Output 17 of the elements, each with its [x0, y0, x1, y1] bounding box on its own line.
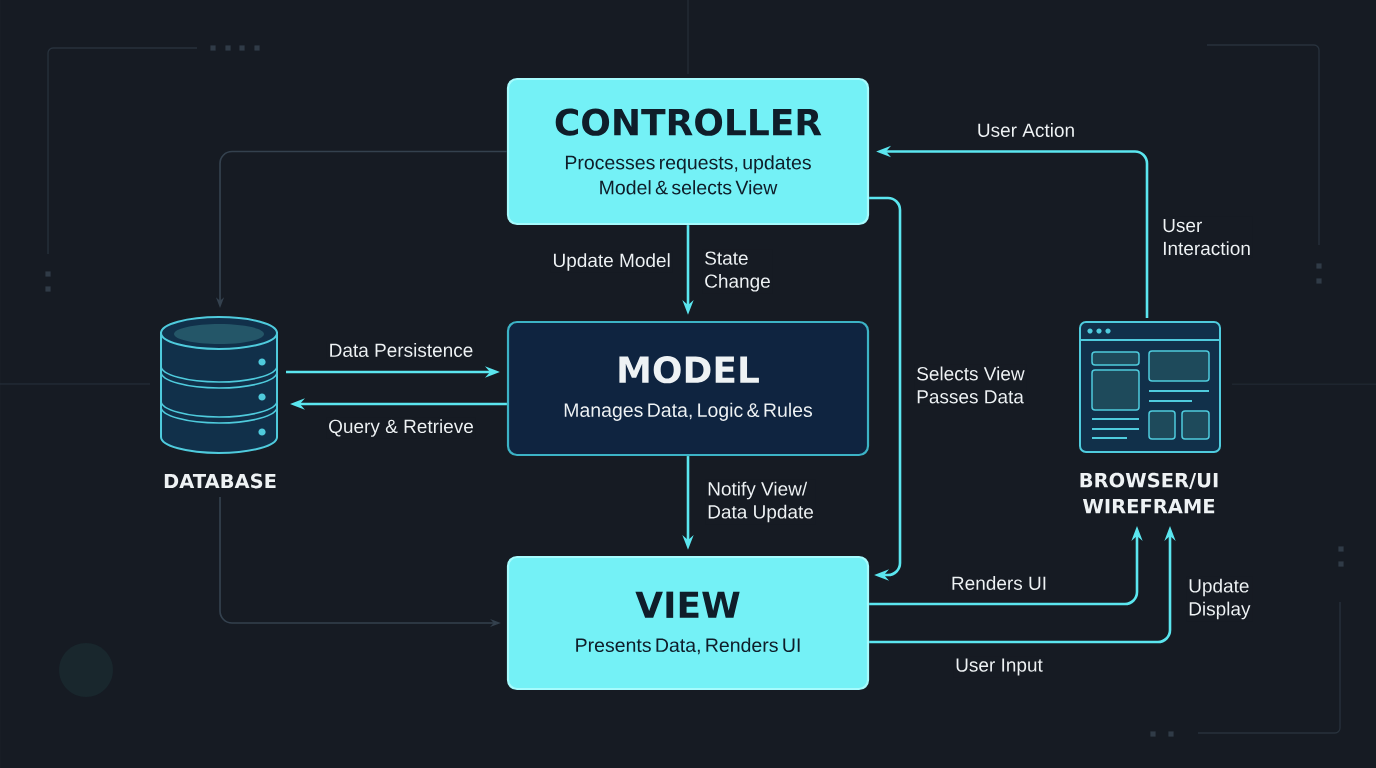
- edge-label: Data Persistence: [326, 341, 476, 359]
- text-label: User Input: [953, 656, 1045, 678]
- edge-label: User Action: [974, 121, 1078, 139]
- node-label: BROWSER/UI WIREFRAME: [1080, 472, 1218, 514]
- arrow: [869, 196, 902, 581]
- text-label: User Interaction: [1160, 216, 1253, 258]
- component-box: CONTROLLER Processes requests, updates Model & selects View: [506, 77, 870, 226]
- edge-label: Selects View Passes Data: [914, 364, 1027, 406]
- node-label: DATABASE: [164, 473, 276, 489]
- component-box: VIEW Presents Data, Renders UI: [506, 555, 870, 691]
- edge-label: Notify View/ Data Update: [705, 479, 816, 525]
- text-label: State Change: [702, 249, 773, 294]
- component-box: MODEL Manages Data, Logic & Rules: [506, 320, 870, 457]
- edge-label: Update Display: [1186, 576, 1253, 622]
- edge-label: Query & Retrieve: [326, 417, 476, 439]
- edge-label: Renders UI: [948, 574, 1050, 592]
- edge-label: Update Model: [550, 251, 673, 273]
